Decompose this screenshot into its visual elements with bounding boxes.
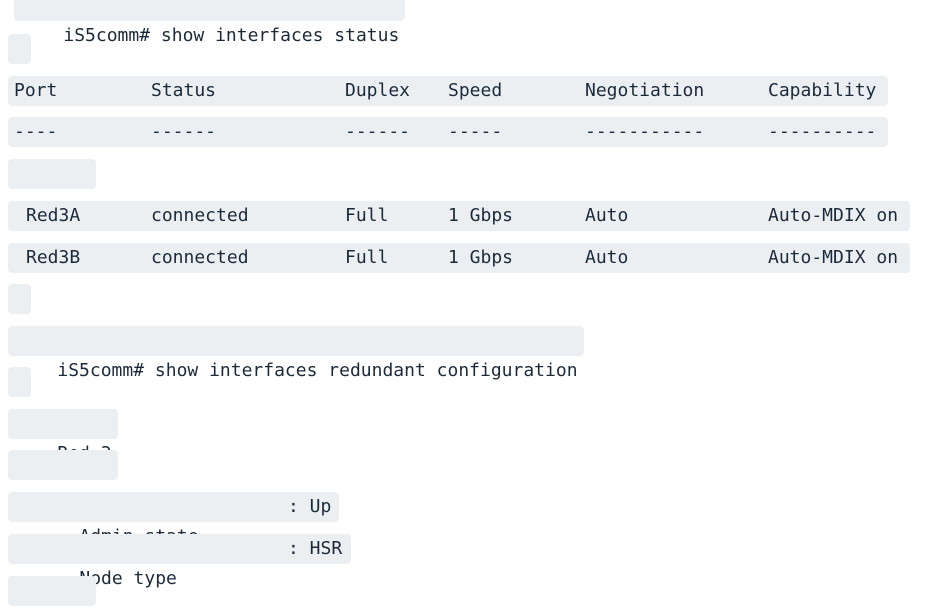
table-row: Red3B connected Full 1 Gbps Auto Auto-MD… (8, 243, 910, 273)
separator-speed: ----- (448, 121, 503, 142)
header-port: Port (14, 80, 58, 101)
cell-status: connected (151, 247, 249, 268)
header-speed: Speed (448, 80, 503, 101)
cell-capability: Auto-MDIX on (768, 205, 899, 226)
ellipsis-line: ... (8, 159, 96, 214)
header-capability: Capability (768, 80, 877, 101)
separator-duplex: ------ (345, 121, 411, 142)
cell-port: Red3A (26, 205, 81, 226)
cell-capability: Auto-MDIX on (768, 247, 899, 268)
table-header-row: Port Status Duplex Speed Negotiation Cap… (8, 76, 888, 106)
field-value: : HSR (288, 538, 343, 559)
field-line-admin-state: Admin state : Up (8, 492, 339, 547)
command-line-show-interfaces-status: iS5comm# show interfaces status (14, 0, 406, 46)
separator-capability: ---------- (768, 121, 877, 142)
separator-negotiation: ----------- (585, 121, 705, 142)
ellipsis-line: ... (8, 576, 96, 615)
cell-negotiation: Auto (585, 205, 629, 226)
field-value: : Up (288, 496, 332, 517)
redundant-title-line: Red 3 (8, 409, 118, 464)
command-text: iS5comm# show interfaces redundant confi… (57, 360, 578, 381)
header-duplex: Duplex (345, 80, 411, 101)
cell-speed: 1 Gbps (448, 205, 514, 226)
field-line-node-type: Node type : HSR (8, 534, 351, 589)
redundant-underline: ----- (8, 450, 118, 505)
cell-duplex: Full (345, 205, 389, 226)
blank-line (8, 284, 31, 314)
blank-line (8, 34, 31, 64)
cell-duplex: Full (345, 247, 389, 268)
blank-line (8, 367, 31, 397)
separator-port: ---- (14, 121, 58, 142)
cell-port: Red3B (26, 247, 81, 268)
cell-speed: 1 Gbps (448, 247, 514, 268)
header-negotiation: Negotiation (585, 80, 705, 101)
table-row: Red3A connected Full 1 Gbps Auto Auto-MD… (8, 201, 910, 231)
header-status: Status (151, 80, 217, 101)
separator-status: ------ (151, 121, 217, 142)
ellipsis-text: ... (57, 610, 90, 615)
command-line-show-redundant-configuration: iS5comm# show interfaces redundant confi… (8, 326, 584, 381)
cell-negotiation: Auto (585, 247, 629, 268)
cell-status: connected (151, 205, 249, 226)
command-text: iS5comm# show interfaces status (63, 25, 400, 46)
table-separator-row: ---- ------ ------ ----- ----------- ---… (8, 117, 888, 147)
